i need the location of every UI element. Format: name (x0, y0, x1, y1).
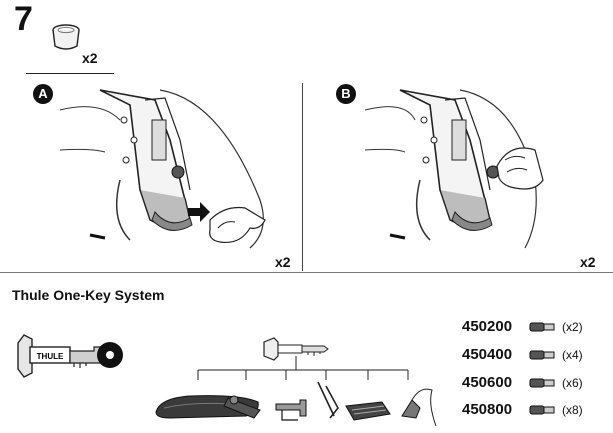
end-cap-quantity: x2 (82, 50, 98, 66)
product-quantity: (x4) (562, 348, 583, 362)
panel-b-badge: B (336, 84, 356, 104)
product-code: 450200 (462, 318, 513, 335)
product-quantity: (x2) (562, 320, 583, 334)
panel-b-quantity: x2 (580, 254, 596, 270)
product-row: 450200 (x2) (462, 318, 612, 340)
section-divider (0, 272, 613, 273)
key-lock-icon: THULE (17, 334, 123, 378)
lock-cylinder-icon (529, 322, 555, 332)
core-key-icon (263, 337, 329, 361)
one-key-title: Thule One-Key System (12, 287, 165, 303)
header-divider (26, 73, 114, 74)
lock-cylinder-icon (529, 405, 555, 415)
lock-cylinder-icon (529, 350, 555, 360)
panel-a-quantity: x2 (275, 254, 291, 270)
product-quantity: (x8) (562, 403, 583, 417)
panel-b-illustration (364, 89, 544, 249)
step-number: 7 (14, 0, 33, 38)
product-code: 450400 (462, 346, 513, 363)
product-quantity: (x6) (562, 376, 583, 390)
panel-a-badge: A (33, 84, 53, 104)
product-row: 450600 (x6) (462, 374, 612, 396)
panel-a-illustration (59, 89, 266, 249)
product-code: 450600 (462, 374, 513, 391)
panel-divider (302, 83, 303, 271)
product-code: 450800 (462, 401, 513, 418)
key-brand-text: THULE (37, 352, 64, 361)
product-row: 450800 (x8) (462, 401, 612, 423)
end-cap-icon (52, 24, 80, 50)
accessory-tree-diagram (155, 356, 437, 427)
product-row: 450400 (x4) (462, 346, 612, 368)
lock-cylinder-icon (529, 378, 555, 388)
